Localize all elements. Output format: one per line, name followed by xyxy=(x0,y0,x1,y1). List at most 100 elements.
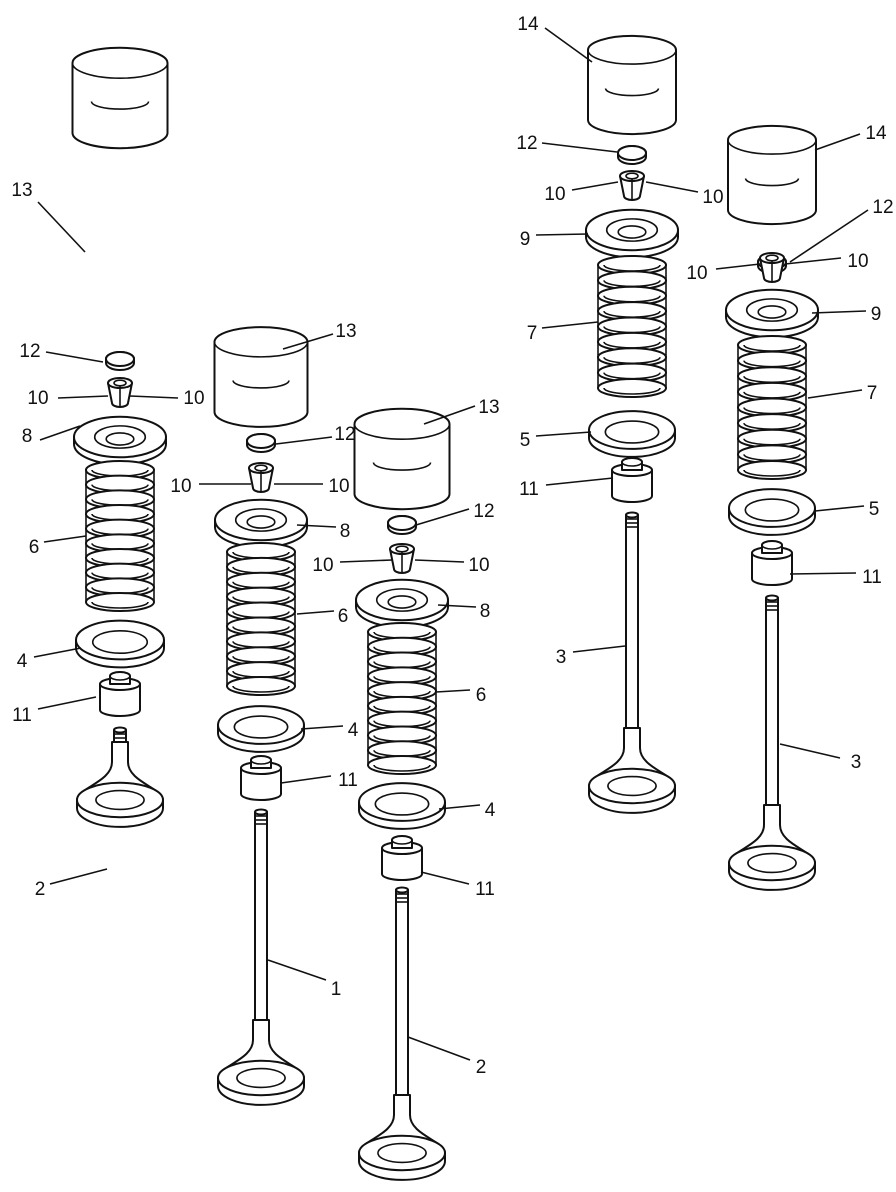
callout-label: 12 xyxy=(516,133,537,154)
spring-seat xyxy=(588,410,676,458)
valve-spring xyxy=(226,542,296,696)
adjusting-shim xyxy=(246,433,276,453)
callout-label: 10 xyxy=(170,476,191,497)
leader-line xyxy=(645,181,699,193)
valve-keepers xyxy=(759,252,785,283)
callout-label: 9 xyxy=(871,304,882,325)
leader-line xyxy=(814,505,865,512)
callout-label: 11 xyxy=(862,567,882,588)
leader-line xyxy=(789,209,869,263)
valve-stem-seal xyxy=(240,755,282,801)
callout-label: 12 xyxy=(334,424,355,445)
callout-label: 11 xyxy=(338,770,358,791)
valve-assembly-a xyxy=(71,46,169,828)
callout-label: 14 xyxy=(517,14,539,35)
callout-label: 3 xyxy=(556,647,567,668)
leader-line xyxy=(437,604,477,608)
callout-label: 11 xyxy=(475,879,495,900)
leader-line xyxy=(544,27,593,63)
spring-seat xyxy=(728,488,816,536)
leader-line xyxy=(811,310,867,314)
leader-line xyxy=(37,696,97,710)
leader-line xyxy=(39,425,81,441)
valve-spring xyxy=(367,622,437,775)
valve-stem-seal xyxy=(381,835,423,881)
spring-seat xyxy=(217,705,305,753)
callout-label: 8 xyxy=(480,601,491,622)
valve-stem-seal xyxy=(99,671,141,717)
leader-line xyxy=(545,477,614,486)
valve xyxy=(728,594,816,891)
leader-line xyxy=(779,743,841,759)
callout-label: 11 xyxy=(519,479,539,500)
leader-line xyxy=(789,572,857,575)
callout-label: 2 xyxy=(35,879,46,900)
callout-label: 10 xyxy=(468,555,489,576)
callout-label: 10 xyxy=(27,388,48,409)
leader-line xyxy=(784,257,842,265)
leader-line xyxy=(275,436,333,445)
callout-label: 10 xyxy=(312,555,333,576)
leader-line xyxy=(541,142,618,153)
callout-label: 10 xyxy=(544,184,565,205)
callout-label: 12 xyxy=(872,197,893,218)
callout-label: 13 xyxy=(335,321,356,342)
valve-stem-seal xyxy=(751,540,793,586)
valve-keepers xyxy=(619,170,645,201)
valve xyxy=(76,726,164,828)
callout-label: 4 xyxy=(485,800,496,821)
callout-label: 8 xyxy=(22,426,33,447)
leader-line xyxy=(57,395,109,399)
callout-label: 11 xyxy=(12,705,32,726)
valve-assembly-c xyxy=(353,407,451,1181)
leader-line xyxy=(571,181,619,191)
valve-keepers xyxy=(248,462,274,493)
valve-keepers xyxy=(389,543,415,574)
callout-label: 5 xyxy=(520,430,531,451)
adjusting-shim xyxy=(105,351,135,371)
leader-line xyxy=(339,559,393,563)
callout-label: 3 xyxy=(851,752,862,773)
callout-label: 12 xyxy=(19,341,40,362)
callout-label: 10 xyxy=(328,476,349,497)
leader-line xyxy=(296,524,337,528)
callout-label: 7 xyxy=(867,383,878,404)
leader-line xyxy=(814,133,861,151)
valve-assembly-b xyxy=(213,326,309,1106)
leader-line xyxy=(37,201,86,253)
callout-label: 6 xyxy=(476,685,487,706)
leader-line xyxy=(415,508,470,526)
valve xyxy=(358,886,446,1181)
valve-keepers xyxy=(107,377,133,408)
callout-label: 5 xyxy=(869,499,880,520)
callout-label: 13 xyxy=(11,180,32,201)
valve-lifter-bucket xyxy=(353,407,451,511)
valve-spring xyxy=(597,255,667,398)
callout-label: 6 xyxy=(338,606,349,627)
valve-spring xyxy=(737,335,807,480)
callout-label: 4 xyxy=(17,651,28,672)
leader-line xyxy=(300,725,344,730)
valve-spring xyxy=(85,460,155,612)
callout-label: 10 xyxy=(847,251,868,272)
callout-label: 9 xyxy=(520,229,531,250)
callout-label: 13 xyxy=(478,397,499,418)
valve-lifter-bucket xyxy=(71,46,169,150)
leader-line xyxy=(280,775,332,784)
leader-line xyxy=(535,233,589,236)
callout-label: 1 xyxy=(331,979,342,1000)
leader-line xyxy=(282,333,334,350)
valve xyxy=(588,511,676,814)
leader-line xyxy=(45,351,104,363)
valve-assembly-d xyxy=(585,34,679,814)
leader-line xyxy=(435,689,471,693)
leader-line xyxy=(296,610,335,615)
adjusting-shim xyxy=(617,145,647,165)
spring-seat xyxy=(75,619,165,669)
callout-label: 7 xyxy=(527,323,538,344)
leader-line xyxy=(438,804,481,810)
leader-line xyxy=(807,389,863,399)
callout-label: 6 xyxy=(29,537,40,558)
